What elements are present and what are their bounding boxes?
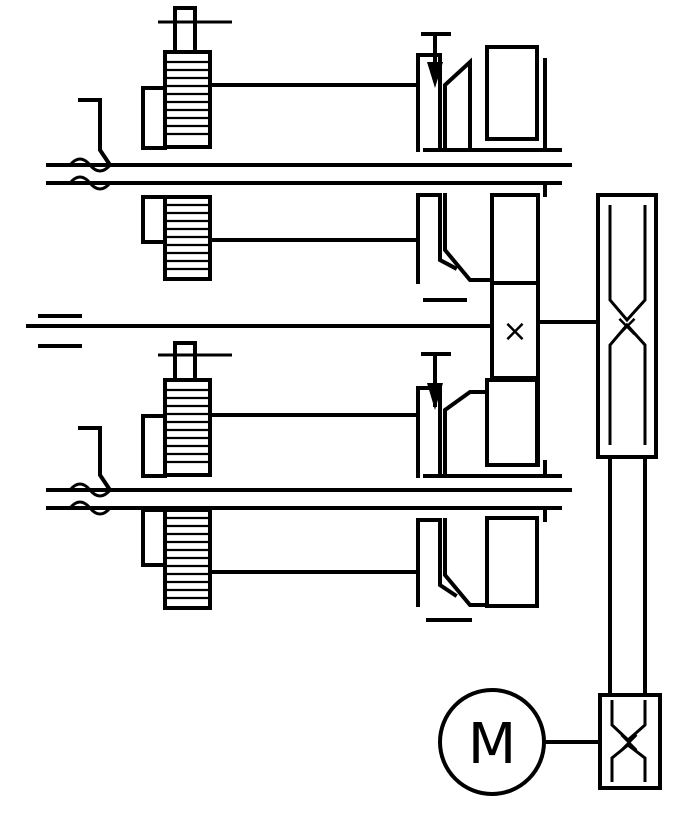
upper-clutch-bottom — [416, 181, 547, 302]
upper-clutch-top — [416, 32, 562, 152]
lower-pulley-mark: × — [616, 725, 641, 760]
upper-gear-top — [141, 6, 232, 150]
upper-pulley-mark: × — [614, 309, 639, 344]
motor-label: M — [468, 712, 516, 777]
belt-drive: × × — [596, 193, 662, 790]
lower-spindle-assembly — [46, 341, 572, 622]
upper-gear-bottom — [141, 195, 212, 281]
upper-spindle-assembly — [46, 6, 572, 302]
upper-shaft-hook — [78, 98, 113, 168]
lower-spindle-shaft — [46, 482, 572, 516]
lower-clutch-top — [416, 352, 562, 478]
lower-gear-bottom — [141, 508, 212, 610]
center-gear-mark: × — [502, 314, 527, 349]
motor: M — [438, 688, 602, 796]
lower-gear-top — [141, 341, 232, 478]
lower-shaft-hook — [78, 426, 113, 493]
upper-spindle-shaft — [46, 157, 572, 191]
lower-clutch-bottom — [416, 506, 547, 622]
